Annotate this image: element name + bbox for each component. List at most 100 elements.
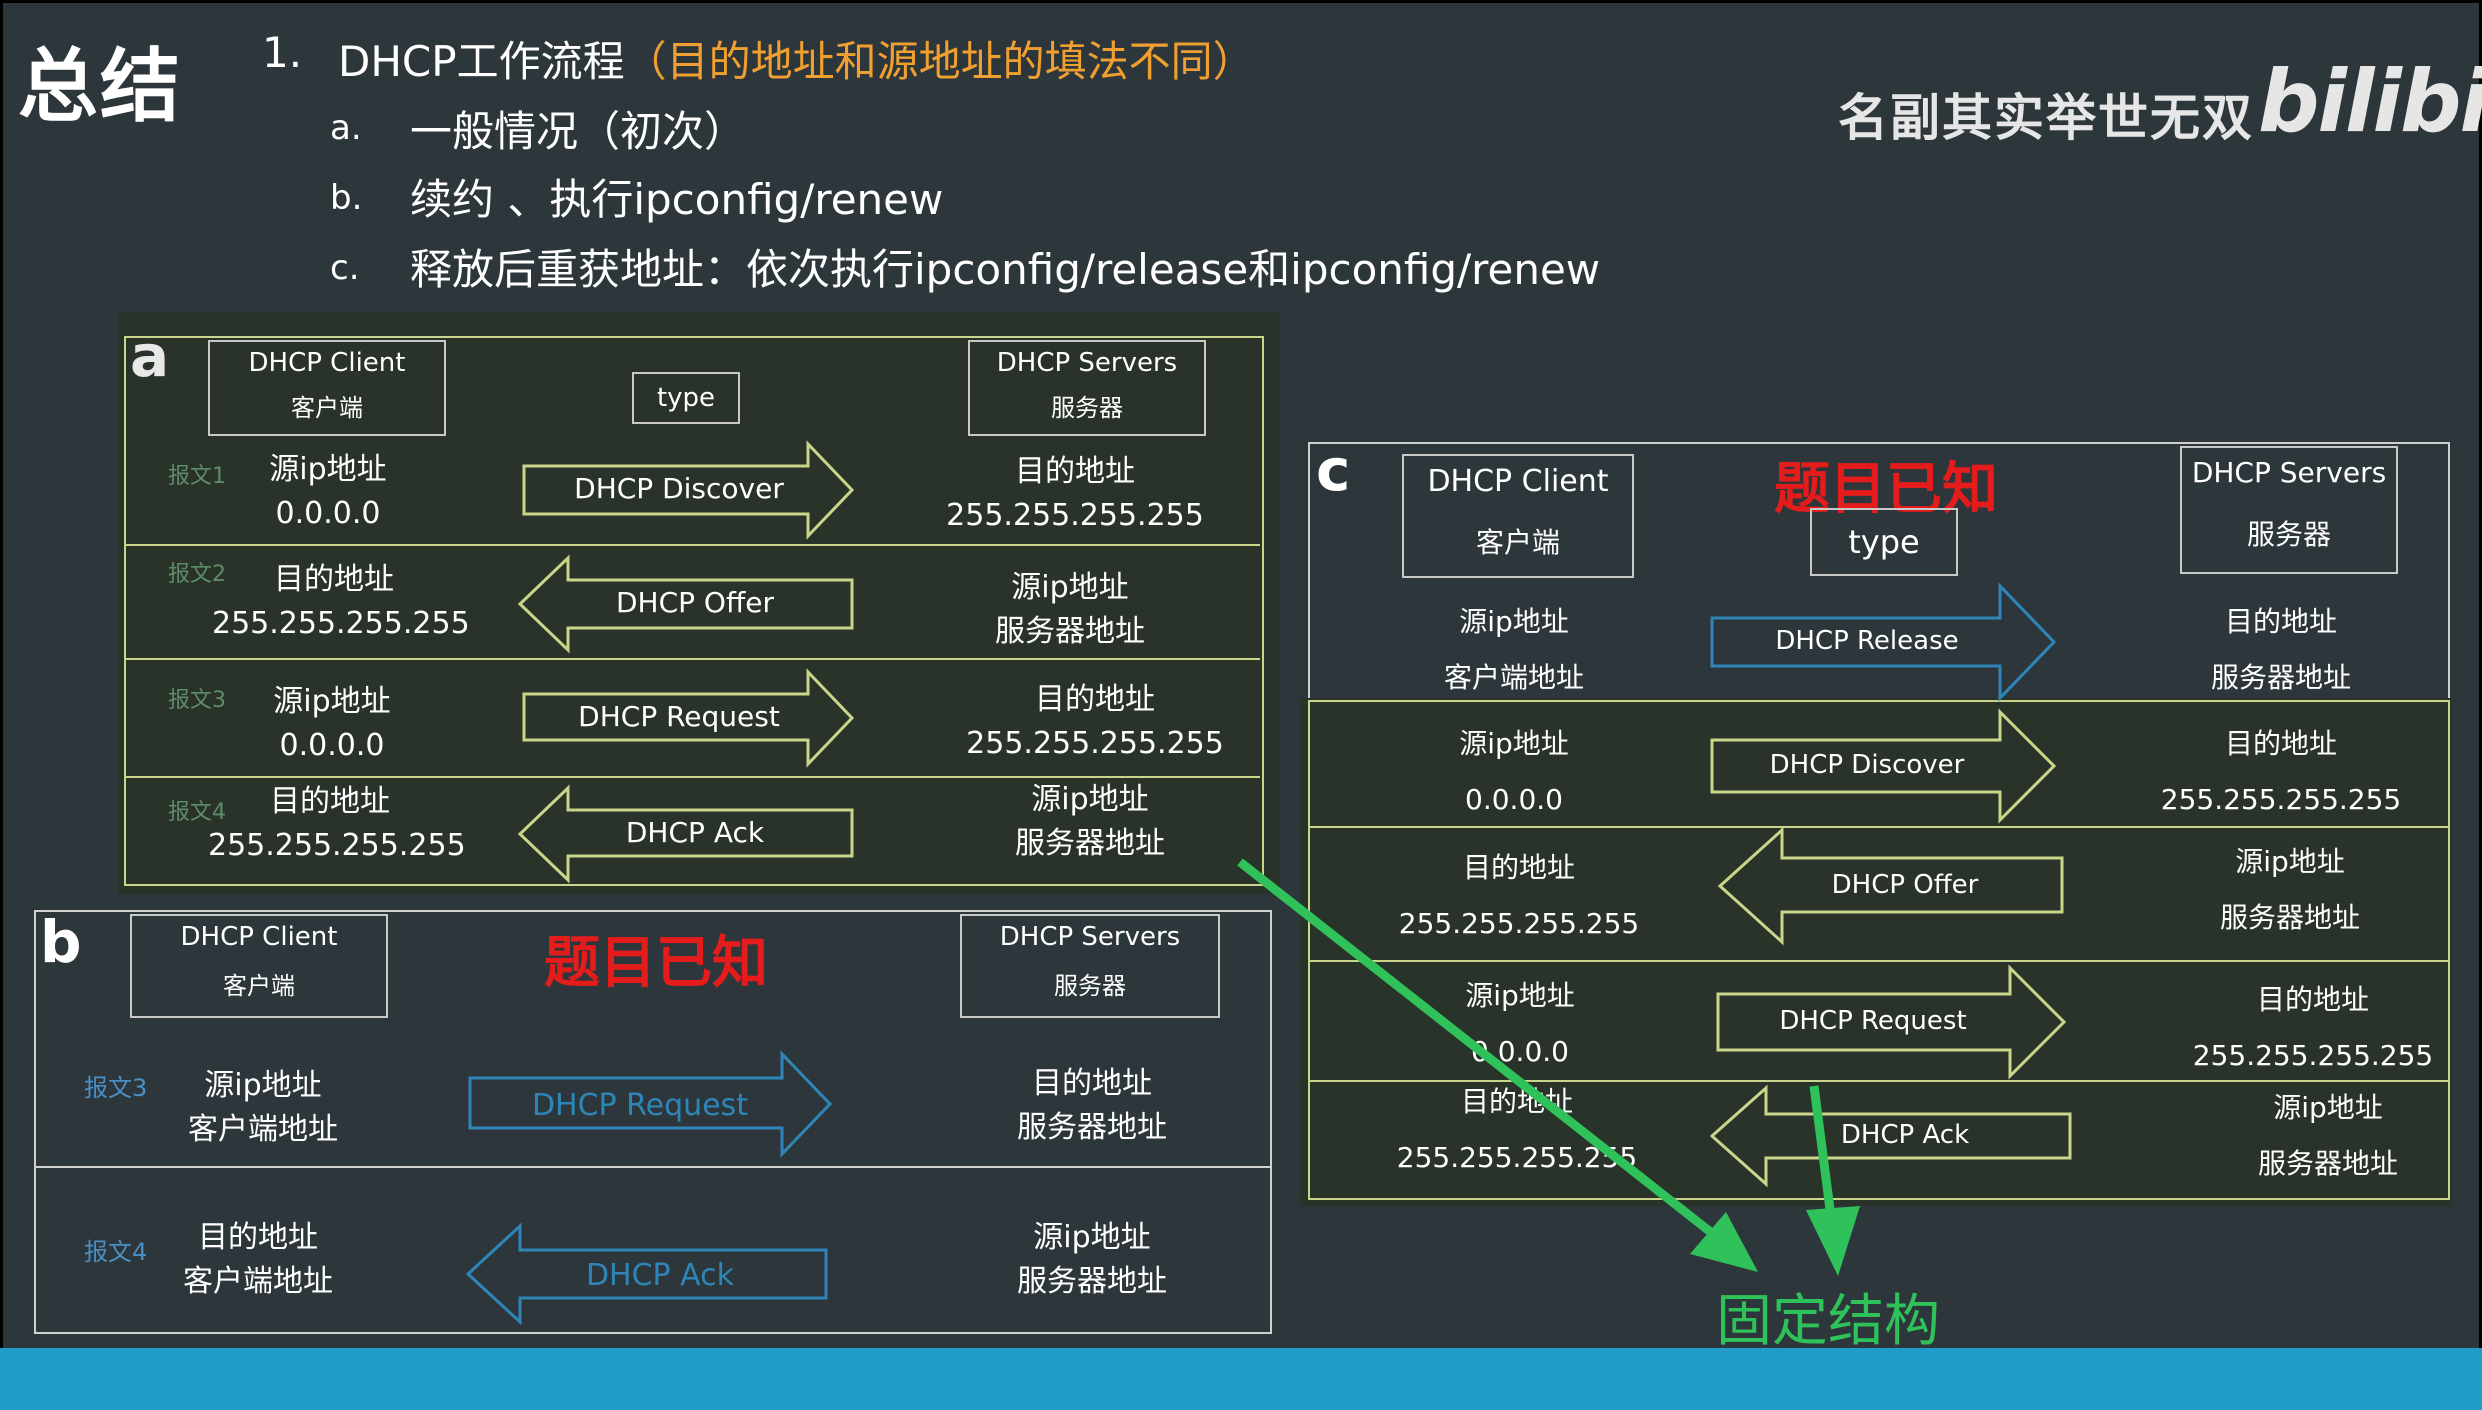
panel-a-msg-offer: DHCP Offer [615,586,775,619]
panel-b-row1-left-label: 源ip地址 [204,1068,322,1103]
outline-item1: DHCP工作流程（目的地址和源地址的填法不同） [338,28,1255,89]
panel-a-row2-left-label: 目的地址 [274,562,394,597]
panel-b-msg-request: DHCP Request [531,1088,749,1123]
panel-c-type-box: type [1810,508,1958,576]
annotation-arrowhead-1-icon [1690,1212,1758,1272]
panel-c-background [1300,698,2452,1206]
panel-a-row2-left: 目的地址 255.255.255.255 [212,558,470,646]
panel-c-row4-right: 目的地址 255.255.255.255 [2182,972,2444,1084]
panel-b-row2-right: 源ip地址 服务器地址 [994,1216,1190,1304]
panel-c-letter: c [1316,436,1351,504]
page-title: 总结 [18,40,182,133]
panel-a-row1-right-label: 目的地址 [1015,454,1135,489]
outline-item1-text: DHCP工作流程 [338,37,625,86]
panel-a-type-box: type [632,372,740,424]
panel-b-arrow-request-icon [468,1050,833,1158]
panel-c-row2-left-value: 0.0.0.0 [1465,783,1563,816]
panel-c-row3-left-label: 目的地址 [1462,851,1575,884]
panel-c-msg-discover: DHCP Discover [1769,750,1965,780]
panel-a-row1-left-value: 0.0.0.0 [275,496,381,531]
panel-c-arrow-offer-icon [1717,826,2064,946]
panel-a-row3-left-value: 0.0.0.0 [279,728,385,763]
panel-b-divider [34,1166,1270,1168]
panel-a-arrow-ack-icon [517,784,854,884]
panel-a-row2-tag: 报文2 [168,562,226,587]
panel-b-row1-right-value: 服务器地址 [1017,1110,1167,1145]
panel-c-row5-right-value: 服务器地址 [2257,1147,2398,1180]
bottom-bar [0,1348,2482,1410]
panel-a-arrow-discover-icon [522,440,855,540]
panel-a-row3-right: 目的地址 255.255.255.255 [950,678,1240,766]
panel-c-row1-left: 源ip地址 客户端地址 [1400,594,1628,706]
panel-c-arrow-discover-icon [1710,708,2057,824]
outline-item1-note: （目的地址和源地址的填法不同） [624,37,1255,86]
panel-a-row3-right-value: 255.255.255.255 [966,726,1224,761]
panel-a-msg-request: DHCP Request [578,700,780,733]
panel-a-row4-left: 目的地址 255.255.255.255 [208,780,466,868]
panel-b-row1-right-label: 目的地址 [1032,1066,1152,1101]
panel-c-frame [1308,700,2450,1200]
panel-b-row2-right-label: 源ip地址 [1033,1220,1151,1255]
panel-c-row3-right-label: 源ip地址 [2235,845,2345,878]
panel-a-divider-1 [124,544,1260,546]
panel-b-server-title: DHCP Servers [999,922,1181,952]
panel-a-row4-right-value: 服务器地址 [1015,826,1165,861]
panel-c-arrow-release-icon [1710,582,2057,702]
panel-a-client-title: DHCP Client [248,348,406,378]
panel-c-server-box: DHCP Servers 服务器 [2180,446,2398,574]
panel-c-server-title: DHCP Servers [2191,456,2387,489]
panel-a-row2-left-value: 255.255.255.255 [212,606,470,641]
panel-a-arrow-request-icon [522,668,855,768]
panel-b-row1-left: 源ip地址 客户端地址 [168,1064,358,1152]
panel-b-letter: b [40,908,82,976]
watermark-text: 名副其实举世无双 [1838,89,2254,147]
panel-c-server-sub: 服务器 [2246,518,2331,551]
panel-a-client-box: DHCP Client 客户端 [208,340,446,436]
panel-a-background [118,312,1280,894]
panel-c-divider-3 [1308,1080,2448,1082]
panel-c-divider-2 [1308,960,2448,962]
panel-c-row4-left-label: 源ip地址 [1465,979,1575,1012]
panel-c-msg-request: DHCP Request [1779,1006,1967,1036]
panel-c-client-box: DHCP Client 客户端 [1402,454,1634,578]
panel-b-client-box: DHCP Client 客户端 [130,914,388,1018]
panel-a-msg-discover: DHCP Discover [574,472,784,505]
panel-a-msg-ack: DHCP Ack [625,816,765,849]
panel-a-row2-right-label: 源ip地址 [1011,570,1129,605]
panel-b-row1-right: 目的地址 服务器地址 [994,1062,1190,1150]
panel-b-server-sub: 服务器 [1054,972,1126,1000]
panel-b-note: 题目已知 [544,931,768,996]
panel-c-msg-offer: DHCP Offer [1831,870,1979,900]
panel-a-row1-right-value: 255.255.255.255 [946,498,1204,533]
annotation-arrow-line-1 [1237,858,1739,1256]
panel-a-row3-right-label: 目的地址 [1035,682,1155,717]
panel-b-client-title: DHCP Client [180,922,338,952]
outline-a-letter: a. [330,108,362,148]
panel-b-arrow-ack-icon [465,1222,828,1326]
panel-c-row5-right-label: 源ip地址 [2273,1091,2383,1124]
outline-b-letter: b. [330,178,363,218]
panel-c-row1-left-value: 客户端地址 [1443,661,1584,694]
panel-c-row3-right: 源ip地址 服务器地址 [2180,834,2400,946]
annotation-arrowhead-2-icon [1806,1206,1860,1276]
panel-c-row2-right-label: 目的地址 [2224,727,2337,760]
panel-a-row3-left: 源ip地址 0.0.0.0 [232,680,432,768]
bilibili-logo: bilibili [2258,52,2482,152]
panel-c-row4-right-value: 255.255.255.255 [2192,1039,2434,1072]
panel-a-divider-3 [124,776,1260,778]
panel-a-row1-left-label: 源ip地址 [269,452,387,487]
panel-a-row1-right: 目的地址 255.255.255.255 [930,450,1220,538]
panel-a-row2-right: 源ip地址 服务器地址 [940,566,1200,654]
outline-c-text: 释放后重获地址：依次执行ipconfig/release和ipconfig/re… [410,245,1601,294]
panel-a-row4-right-label: 源ip地址 [1031,782,1149,817]
panel-a-row1-tag: 报文1 [168,464,226,489]
panel-c-client-sub: 客户端 [1475,526,1560,559]
panel-c-row4-left: 源ip地址 0.0.0.0 [1400,968,1640,1080]
panel-a-row4-left-label: 目的地址 [270,784,390,819]
panel-c-row1-right: 目的地址 服务器地址 [2168,594,2394,706]
panel-c-row1-left-label: 源ip地址 [1459,605,1569,638]
panel-b-row1-tag: 报文3 [84,1074,148,1102]
panel-a-type-label: type [656,383,716,413]
panel-c-row1-right-label: 目的地址 [2224,605,2337,638]
